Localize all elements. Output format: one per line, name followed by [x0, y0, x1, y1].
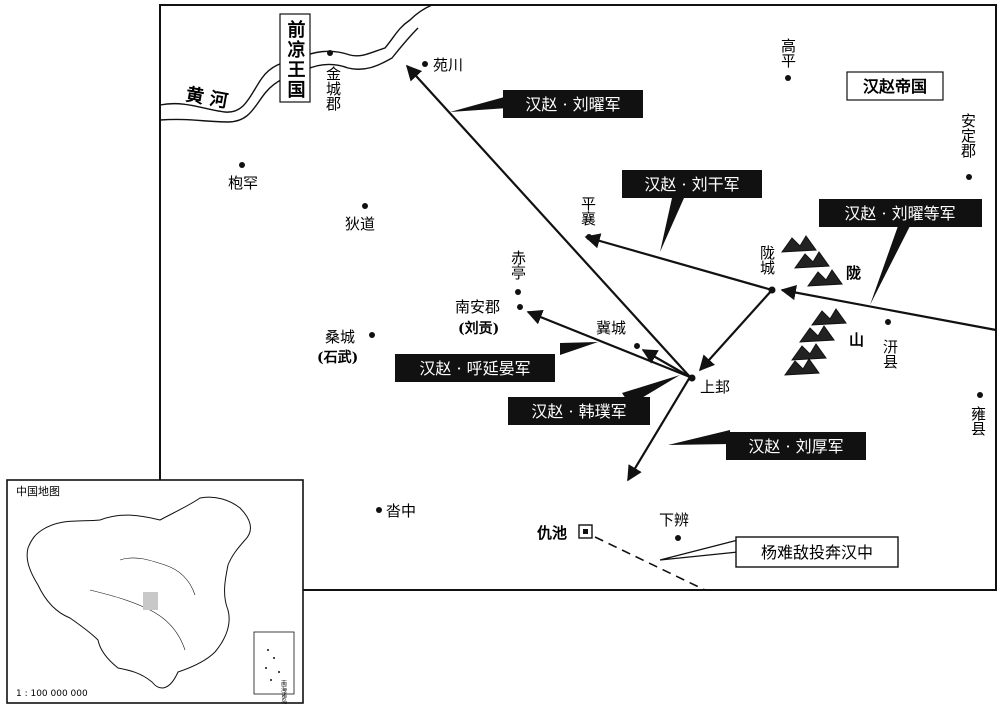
place-jincheng: 金城郡 [324, 66, 342, 111]
svg-text:汉赵 · 刘厚军: 汉赵 · 刘厚军 [748, 437, 843, 456]
place-jicheng: 冀城 [596, 319, 626, 337]
place-didao: 狄道 [345, 215, 375, 233]
event-label: 杨难敌投奔汉中 [761, 543, 873, 562]
arrow-liu-gan [584, 233, 773, 292]
place-yongxian: 雍县 [969, 406, 987, 436]
svg-text:汉赵 · 刘曜军: 汉赵 · 刘曜军 [525, 95, 620, 114]
south-sea-label: 南海诸岛 [280, 679, 287, 705]
inset-title: 中国地图 [16, 485, 60, 498]
army-label-3: 汉赵 · 刘曜等军 [819, 199, 982, 227]
place-chouchi: 仇池 [537, 524, 567, 542]
empire-label: 汉赵帝国 [863, 77, 927, 96]
inset-scale: 1 : 100 000 000 [16, 689, 88, 699]
event-label-box [735, 536, 899, 568]
place-dots [239, 50, 983, 541]
army-arrows [405, 64, 997, 482]
inset-map: 中国地图 南海诸岛 1 : 100 000 000 [6, 479, 304, 705]
svg-text:汉赵 · 刘干军: 汉赵 · 刘干军 [644, 175, 739, 194]
place-chiting: 赤亭 [509, 250, 527, 280]
arrow-liu-yao-et-al [780, 284, 997, 332]
empire-label-box [846, 71, 944, 101]
place-xiabian: 下辨 [659, 511, 689, 529]
place-pingxiang: 平襄 [579, 196, 597, 226]
arrow-liu-yao [405, 64, 691, 378]
south-sea-inset [253, 631, 295, 695]
army-label-1: 汉赵 · 刘曜军 [503, 90, 643, 118]
place-qianxian: 汧县 [881, 339, 899, 369]
army-label-2: 汉赵 · 刘干军 [622, 170, 762, 198]
place-sangcheng-note: (石武) [317, 349, 358, 366]
place-nananjun-note: (刘贡) [458, 320, 499, 337]
china-outline [26, 496, 251, 689]
region-highlight [143, 592, 158, 610]
arrow-han-pu [641, 349, 691, 378]
place-nananjun: 南安郡 [455, 298, 500, 316]
army-label-4: 汉赵 · 呼延晏军 [395, 354, 555, 382]
place-baohan: 枹罕 [228, 174, 258, 192]
arrow-liu-hou [627, 376, 691, 482]
event-pointer [659, 539, 739, 561]
place-gaoping: 高平 [779, 38, 797, 68]
place-labels: 苑川 金城郡 高平 安定郡 枹罕 狄道 平襄 赤亭 南安郡 (刘贡) 陇城 冀城… [228, 38, 987, 542]
place-shanggui: 上邽 [700, 378, 730, 396]
place-anding: 安定郡 [959, 113, 977, 158]
place-tazhong: 沓中 [386, 502, 416, 520]
yang-nandi-route [594, 536, 706, 591]
army-label-6: 汉赵 · 刘厚军 [726, 432, 866, 460]
arrow-longcheng-shanggui [698, 289, 773, 372]
place-longcheng: 陇城 [758, 245, 776, 276]
svg-text:汉赵 · 呼延晏军: 汉赵 · 呼延晏军 [419, 359, 530, 378]
place-sangcheng: 桑城 [325, 328, 355, 346]
army-label-5: 汉赵 · 韩璞军 [508, 397, 650, 425]
neighbor-state-label: 前凉王国 [285, 19, 306, 100]
svg-text:汉赵 · 韩璞军: 汉赵 · 韩璞军 [531, 402, 626, 421]
svg-text:汉赵 · 刘曜等军: 汉赵 · 刘曜等军 [844, 204, 955, 223]
place-wanchuan: 苑川 [433, 56, 463, 74]
mountain-label-2: 山 [849, 331, 864, 349]
arrow-huyan-yan [526, 310, 691, 379]
mountain-range-icon [780, 235, 847, 376]
mountain-label-1: 陇 [846, 264, 861, 282]
neighbor-state-box [279, 13, 311, 103]
